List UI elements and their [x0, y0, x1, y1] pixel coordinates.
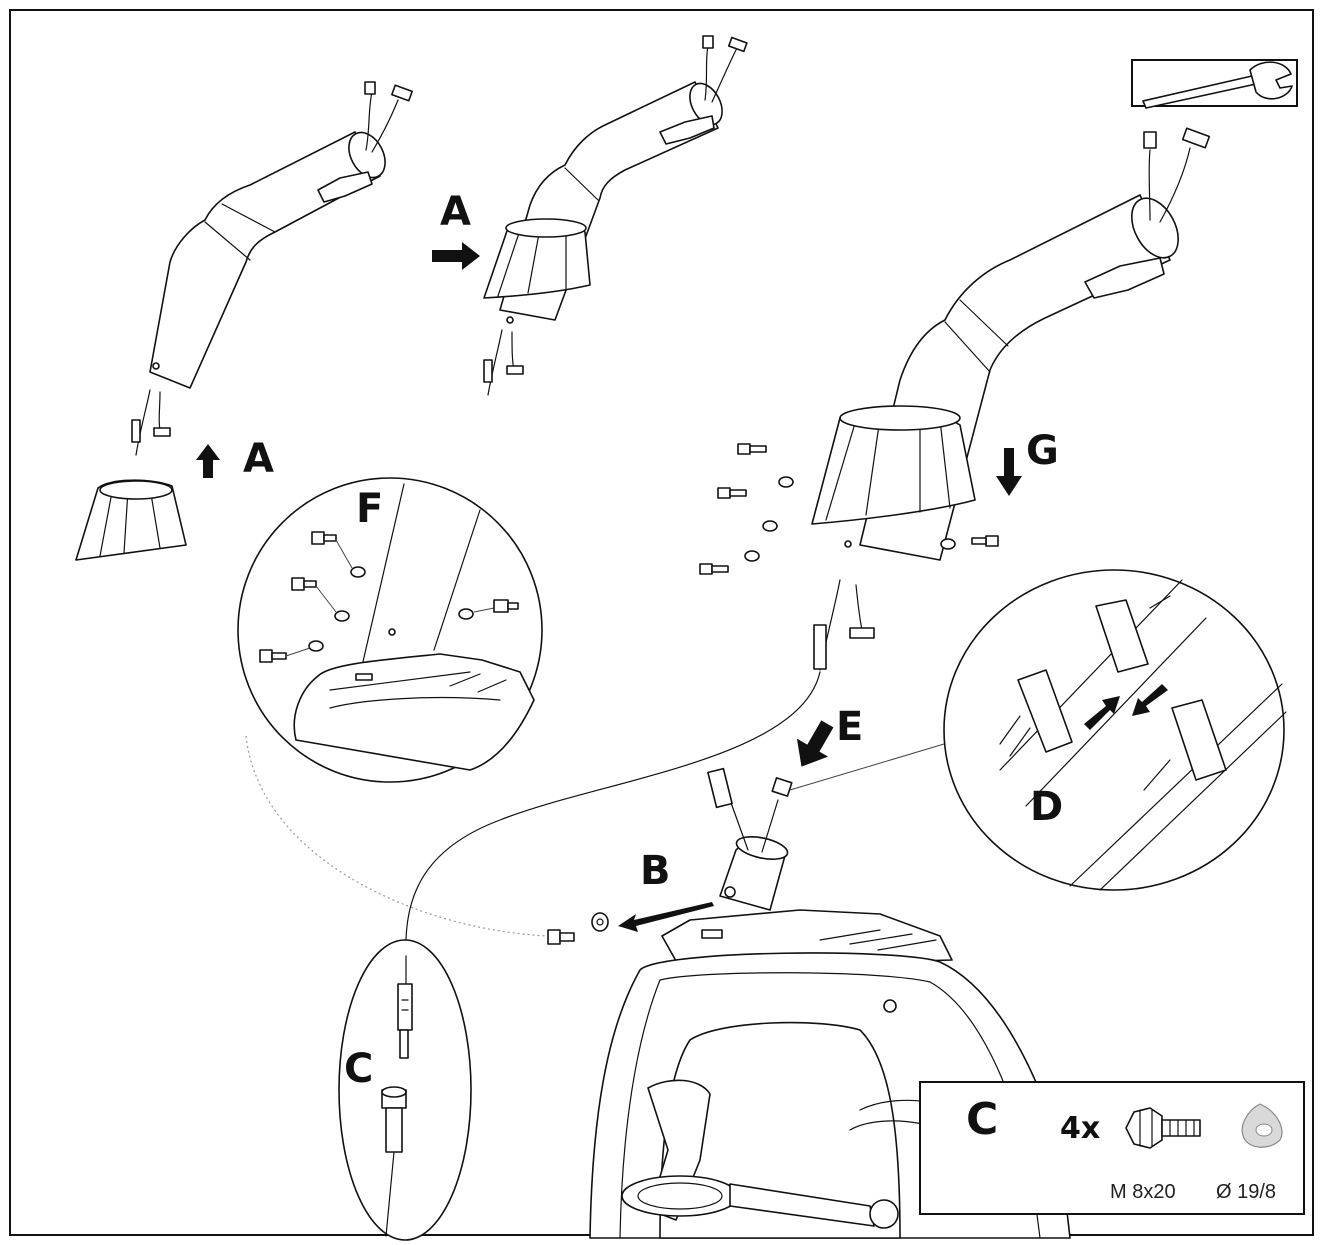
arrow-up-a [196, 444, 220, 478]
step-label-a-top: A [440, 189, 471, 235]
washer-icon [1241, 1103, 1283, 1148]
bolt-2 [717, 487, 747, 499]
arrow-down-g [996, 448, 1022, 496]
arrow-connect-left [1084, 696, 1120, 730]
washer-spec: Ø 19/8 [1216, 1181, 1276, 1203]
handlebar-post-removed-cover [131, 81, 413, 456]
bolt-4 [971, 535, 999, 547]
parts-quantity: 4x [1060, 1111, 1100, 1146]
step-label-c-detail: C [344, 1046, 373, 1092]
step-label-b: B [640, 848, 671, 894]
frame-cables [707, 767, 793, 853]
handlebar-post-cover-installed [483, 35, 748, 396]
wrench-icon [1142, 61, 1293, 109]
loose-bolts-and-washers [699, 443, 999, 575]
connector-d [789, 743, 945, 791]
step-label-e: E [836, 704, 863, 750]
arrow-right-a [432, 242, 480, 270]
parts-box: C 4x M 8x20 Ø 19/8 [919, 1081, 1305, 1215]
cover-shroud-loose [75, 479, 187, 561]
step-label-g: G [1026, 428, 1059, 474]
handlebar-post-lowering [811, 127, 1211, 671]
step-label-d: D [1030, 784, 1063, 830]
bolt-b [547, 912, 609, 945]
long-cable [405, 671, 821, 957]
detail-circle-d [943, 569, 1287, 891]
bolt-1 [737, 443, 767, 455]
detail-circle-c [338, 939, 472, 1241]
arrow-left-b [618, 902, 714, 932]
tool-box [1131, 59, 1298, 109]
arrow-connect-right [1132, 684, 1168, 716]
bolt-3 [699, 563, 729, 575]
step-label-f: F [356, 486, 383, 532]
bolt-spec: M 8x20 [1110, 1181, 1176, 1203]
hex-bolt-icon [1125, 1107, 1201, 1149]
step-label-a-left: A [243, 436, 274, 482]
arrow-down-e [796, 720, 834, 767]
detail-circle-f [237, 477, 543, 783]
parts-box-label: C [966, 1094, 998, 1145]
